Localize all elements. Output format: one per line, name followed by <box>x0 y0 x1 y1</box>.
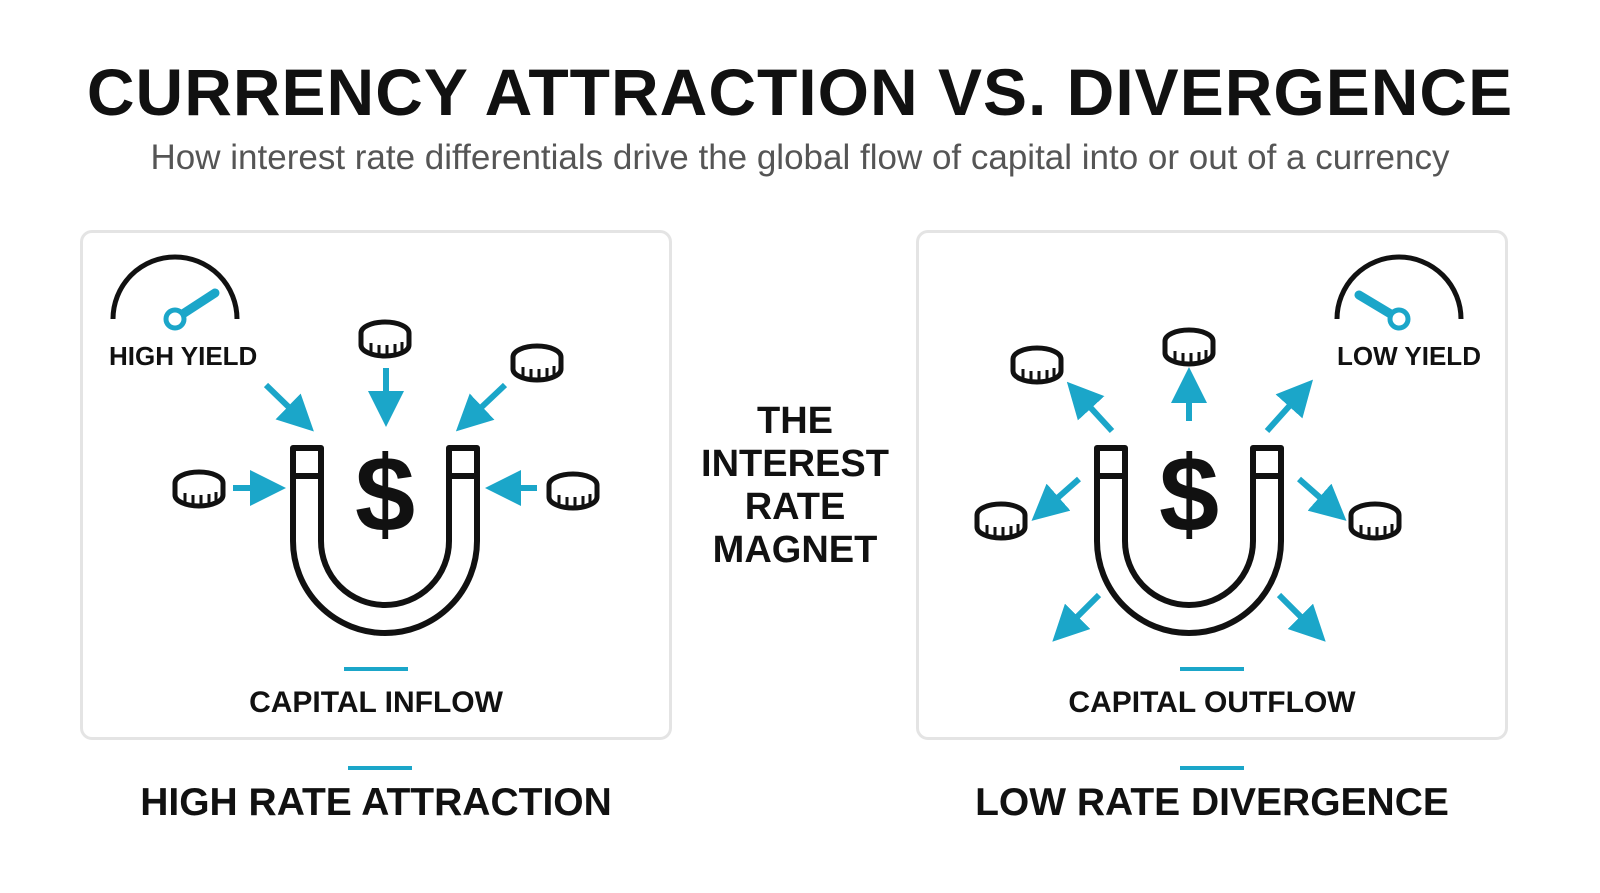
magnet-icon: $ <box>1094 433 1284 636</box>
arrow-icon <box>233 368 537 506</box>
low-rate-panel: $ LOW YIELD CAPITAL OUTFLOW <box>916 230 1508 740</box>
gauge-icon <box>110 254 240 331</box>
left-caption: HIGH RATE ATTRACTION <box>140 781 612 824</box>
coin-icon <box>1013 348 1061 382</box>
gauge-icon <box>1334 254 1464 331</box>
gauge-label: HIGH YIELD <box>109 341 258 371</box>
flow-label: CAPITAL INFLOW <box>249 686 503 719</box>
caption-divider <box>348 766 412 770</box>
flow-divider <box>344 667 408 671</box>
page-title: CURRENCY ATTRACTION VS. DIVERGENCE <box>86 55 1514 129</box>
page-subtitle: How interest rate differentials drive th… <box>150 138 1450 177</box>
high-rate-panel: $ HIGH YIELD CAPITAL INFLOW <box>80 230 672 740</box>
center-line: INTEREST <box>701 443 889 485</box>
center-line: RATE <box>744 486 846 528</box>
center-line: THE <box>757 400 833 442</box>
dollar-sign: $ <box>355 433 415 554</box>
coin-icon <box>549 474 597 508</box>
coin-icon <box>1351 504 1399 538</box>
right-caption: LOW RATE DIVERGENCE <box>975 781 1449 824</box>
flow-divider <box>1180 667 1244 671</box>
attraction-diagram: $ <box>110 254 675 636</box>
center-line: MAGNET <box>712 529 878 571</box>
center-heading: THE INTEREST RATE MAGNET <box>690 400 900 572</box>
coin-icon <box>361 322 409 356</box>
coin-icon <box>1165 330 1213 364</box>
dollar-sign: $ <box>1159 433 1219 554</box>
divergence-diagram: $ <box>919 254 1464 642</box>
coin-icon <box>513 346 561 380</box>
arrow-icon <box>1031 367 1347 642</box>
gauge-label: LOW YIELD <box>1337 341 1481 371</box>
caption-divider <box>1180 766 1244 770</box>
magnet-icon: $ <box>290 433 480 636</box>
flow-label: CAPITAL OUTFLOW <box>1068 686 1356 719</box>
coin-icon <box>175 472 223 506</box>
coin-icon <box>977 504 1025 538</box>
